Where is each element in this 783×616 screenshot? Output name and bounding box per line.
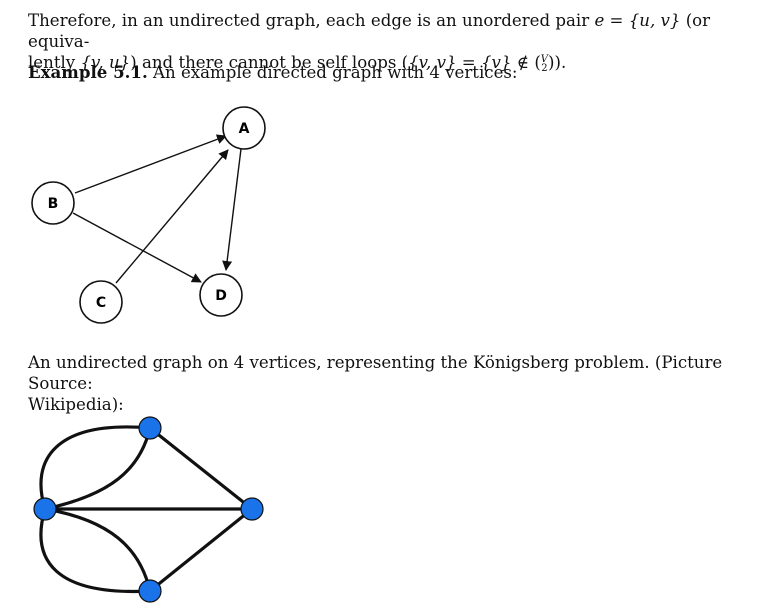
undirected-text: An undirected graph on — [28, 353, 234, 372]
edge-b-a — [74, 134, 227, 194]
binom-top: V — [540, 53, 549, 65]
vertex-bottom — [138, 579, 162, 603]
node-c-label: C — [96, 295, 106, 311]
node-d: D — [199, 273, 243, 317]
node-a-label: A — [239, 121, 250, 137]
edge-a-d — [222, 148, 242, 271]
example-caption: Example 5.1. An example directed graph w… — [28, 62, 728, 83]
example-number: 4 — [429, 63, 440, 82]
intro-math-pair: e = {u, v} — [594, 11, 681, 30]
edge-left-top-inner — [43, 426, 152, 511]
edge-left-bottom-inner — [43, 507, 152, 593]
vertex-top — [138, 416, 162, 440]
vertex-right — [240, 497, 264, 521]
intro-text: ). — [554, 53, 567, 72]
intro-text: lently — [28, 53, 81, 72]
directed-graph: A B C D — [31, 106, 266, 324]
undirected-caption: An undirected graph on 4 vertices, repre… — [28, 352, 728, 415]
intro-text: ) and there cannot be self loops ( — [130, 53, 409, 72]
intro-text: (or equiva- — [28, 11, 711, 51]
edge-top-right — [148, 426, 254, 511]
intro-text: Therefore, in an undirected graph, each … — [28, 11, 595, 30]
node-b-label: B — [48, 196, 59, 212]
example-text: An example directed graph with — [153, 63, 430, 82]
undirected-number: 4 — [233, 353, 245, 372]
example-label: Example 5.1. — [28, 62, 148, 82]
node-b: B — [31, 181, 75, 225]
intro-math-pair-rev: {v, u} — [80, 53, 131, 72]
node-a: A — [222, 106, 266, 150]
intro-math-selfloop: {v, v} = {v} ∉ — [408, 53, 535, 72]
undirected-text: vertices, representing the Königsberg pr… — [28, 353, 723, 393]
node-c: C — [79, 280, 123, 324]
edge-b-d — [72, 212, 202, 283]
binom-bottom: 2 — [541, 62, 548, 74]
edge-c-a — [115, 149, 229, 284]
intro-paragraph: Therefore, in an undirected graph, each … — [28, 10, 728, 73]
edge-bottom-right — [148, 507, 254, 593]
node-d-label: D — [215, 288, 227, 304]
vertex-left — [33, 497, 57, 521]
undirected-text: Wikipedia): — [28, 395, 124, 414]
edge-left-top-outer — [39, 425, 152, 511]
example-text: vertices: — [439, 63, 518, 82]
edge-left-bottom-outer — [39, 507, 152, 594]
